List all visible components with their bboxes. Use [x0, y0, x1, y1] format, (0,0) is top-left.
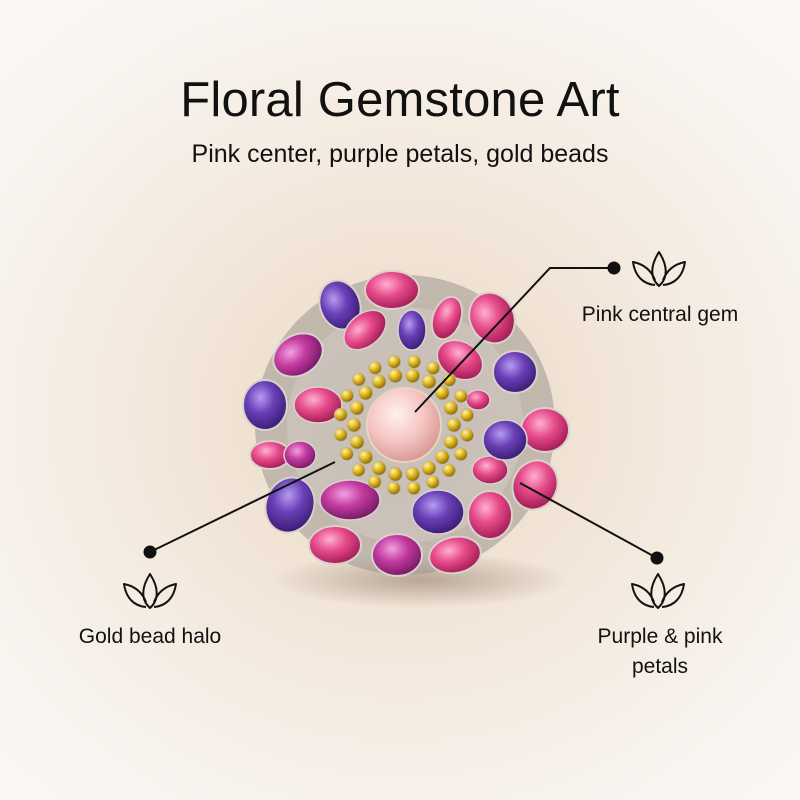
gold-bead — [442, 372, 457, 387]
gold-bead — [346, 417, 362, 433]
lotus-icon — [631, 573, 685, 609]
gold-bead — [446, 417, 462, 433]
gold-bead — [442, 463, 457, 478]
gold-bead — [351, 463, 366, 478]
callout-label-petals: Purple & pink petals — [597, 625, 723, 678]
gold-bead — [443, 434, 459, 450]
gold-bead — [453, 447, 468, 462]
gold-bead — [425, 475, 440, 490]
page-subtitle: Pink center, purple petals, gold beads — [191, 140, 609, 168]
gold-bead — [426, 361, 441, 376]
gold-bead — [405, 466, 421, 482]
gold-bead — [349, 434, 365, 450]
callout-label-pink-central-gem: Pink central gem — [581, 303, 739, 326]
gold-bead — [405, 368, 421, 384]
gold-bead — [358, 449, 374, 465]
callout-lines — [143, 261, 664, 565]
gold-bead-halo — [333, 354, 475, 496]
gold-bead — [387, 466, 403, 482]
gold-bead — [406, 481, 421, 496]
gold-bead — [371, 460, 387, 476]
gold-bead — [434, 449, 450, 465]
callout-label-gold-bead-halo: Gold bead halo — [78, 625, 222, 648]
gold-bead — [371, 374, 387, 390]
lotus-icon — [632, 251, 686, 287]
gold-bead — [368, 360, 383, 375]
center-pink-gem — [366, 387, 442, 463]
gold-bead — [460, 408, 475, 423]
gold-bead — [434, 385, 450, 401]
gold-bead — [333, 427, 348, 442]
gold-bead — [367, 474, 382, 489]
gold-bead — [339, 446, 354, 461]
gold-bead — [351, 372, 366, 387]
page-title: Floral Gemstone Art — [180, 73, 620, 127]
gold-bead — [386, 481, 401, 496]
gold-bead — [333, 407, 348, 422]
gold-bead — [387, 368, 403, 384]
gold-bead — [421, 374, 437, 390]
gold-bead — [387, 354, 402, 369]
gold-bead — [421, 460, 437, 476]
outer-petal-gems — [242, 270, 570, 577]
gold-bead — [407, 354, 422, 369]
gold-bead — [460, 428, 475, 443]
inner-petal-gems — [283, 309, 528, 535]
gold-bead — [340, 388, 355, 403]
ring-shadow — [270, 552, 570, 608]
gold-bead — [454, 389, 469, 404]
gold-bead — [358, 385, 374, 401]
gold-bead — [349, 400, 365, 416]
gold-bead — [443, 400, 459, 416]
lotus-icon — [123, 573, 177, 609]
